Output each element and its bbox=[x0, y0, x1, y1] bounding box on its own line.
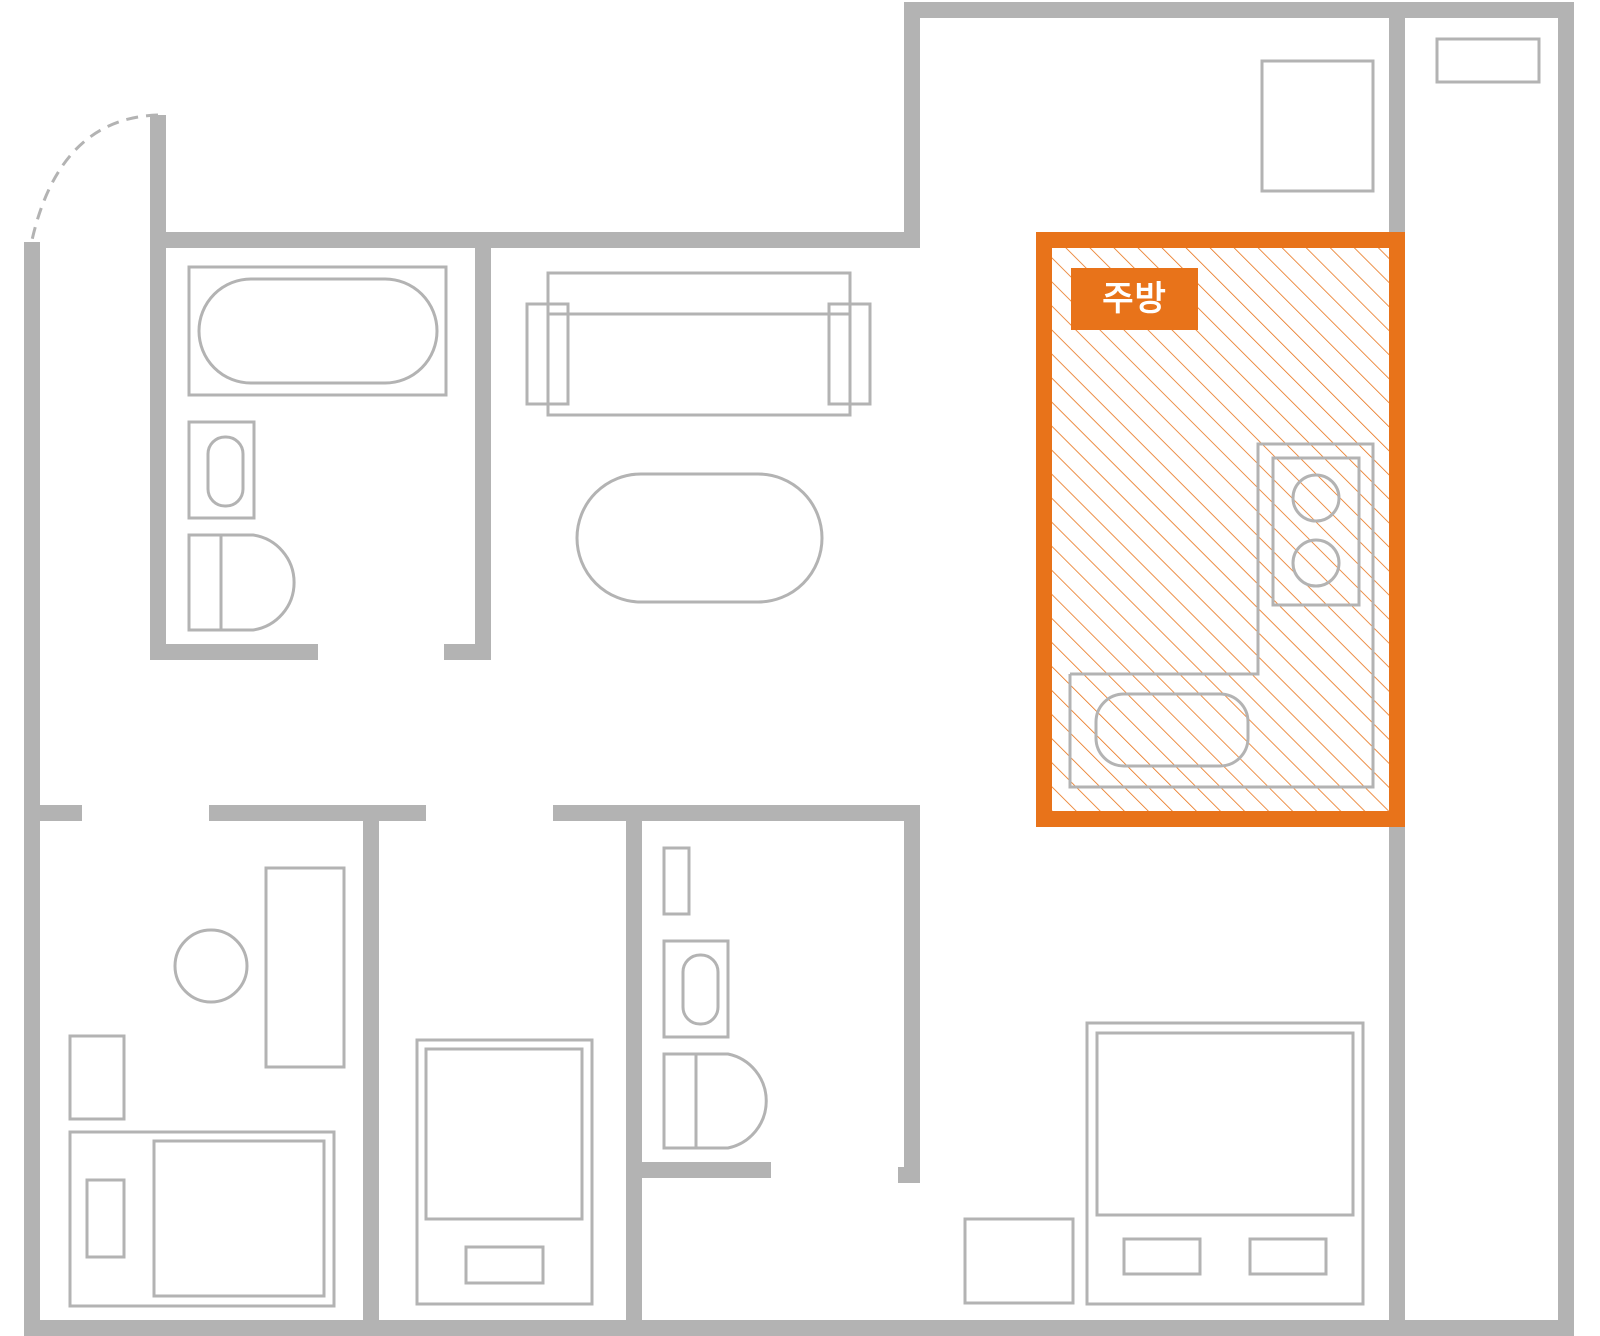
bed-icon bbox=[68, 1130, 336, 1308]
desk-icon bbox=[264, 866, 346, 1069]
tv-cabinet-icon bbox=[963, 1217, 1075, 1305]
toilet-icon bbox=[662, 1052, 768, 1150]
exterior-walls bbox=[24, 2, 1574, 1336]
kitchen-highlight bbox=[1036, 232, 1405, 827]
coffee-table-icon bbox=[575, 472, 824, 604]
storage-cabinet-icon bbox=[1260, 59, 1375, 193]
kitchen-label-box bbox=[1071, 268, 1198, 330]
utility-shelf-icon bbox=[1435, 37, 1541, 84]
bed-icon bbox=[1085, 1021, 1365, 1306]
bathtub-icon bbox=[187, 265, 448, 397]
washbasin-icon bbox=[662, 939, 730, 1039]
interior-walls bbox=[32, 10, 1405, 1328]
door-swing-icon bbox=[30, 113, 159, 241]
kitchen-label: 주방 bbox=[1102, 279, 1167, 319]
bed-icon bbox=[415, 1038, 594, 1306]
nightstand-icon bbox=[68, 1034, 126, 1121]
toilet-icon bbox=[187, 533, 296, 632]
stove-icon bbox=[1271, 456, 1361, 607]
towel-shelf-icon bbox=[662, 846, 691, 916]
sofa-icon bbox=[525, 271, 872, 417]
kitchen-counter-icon bbox=[1068, 442, 1375, 789]
washbasin-icon bbox=[187, 420, 256, 520]
kitchen-sink-icon bbox=[1094, 692, 1250, 768]
chair-icon bbox=[173, 928, 249, 1004]
